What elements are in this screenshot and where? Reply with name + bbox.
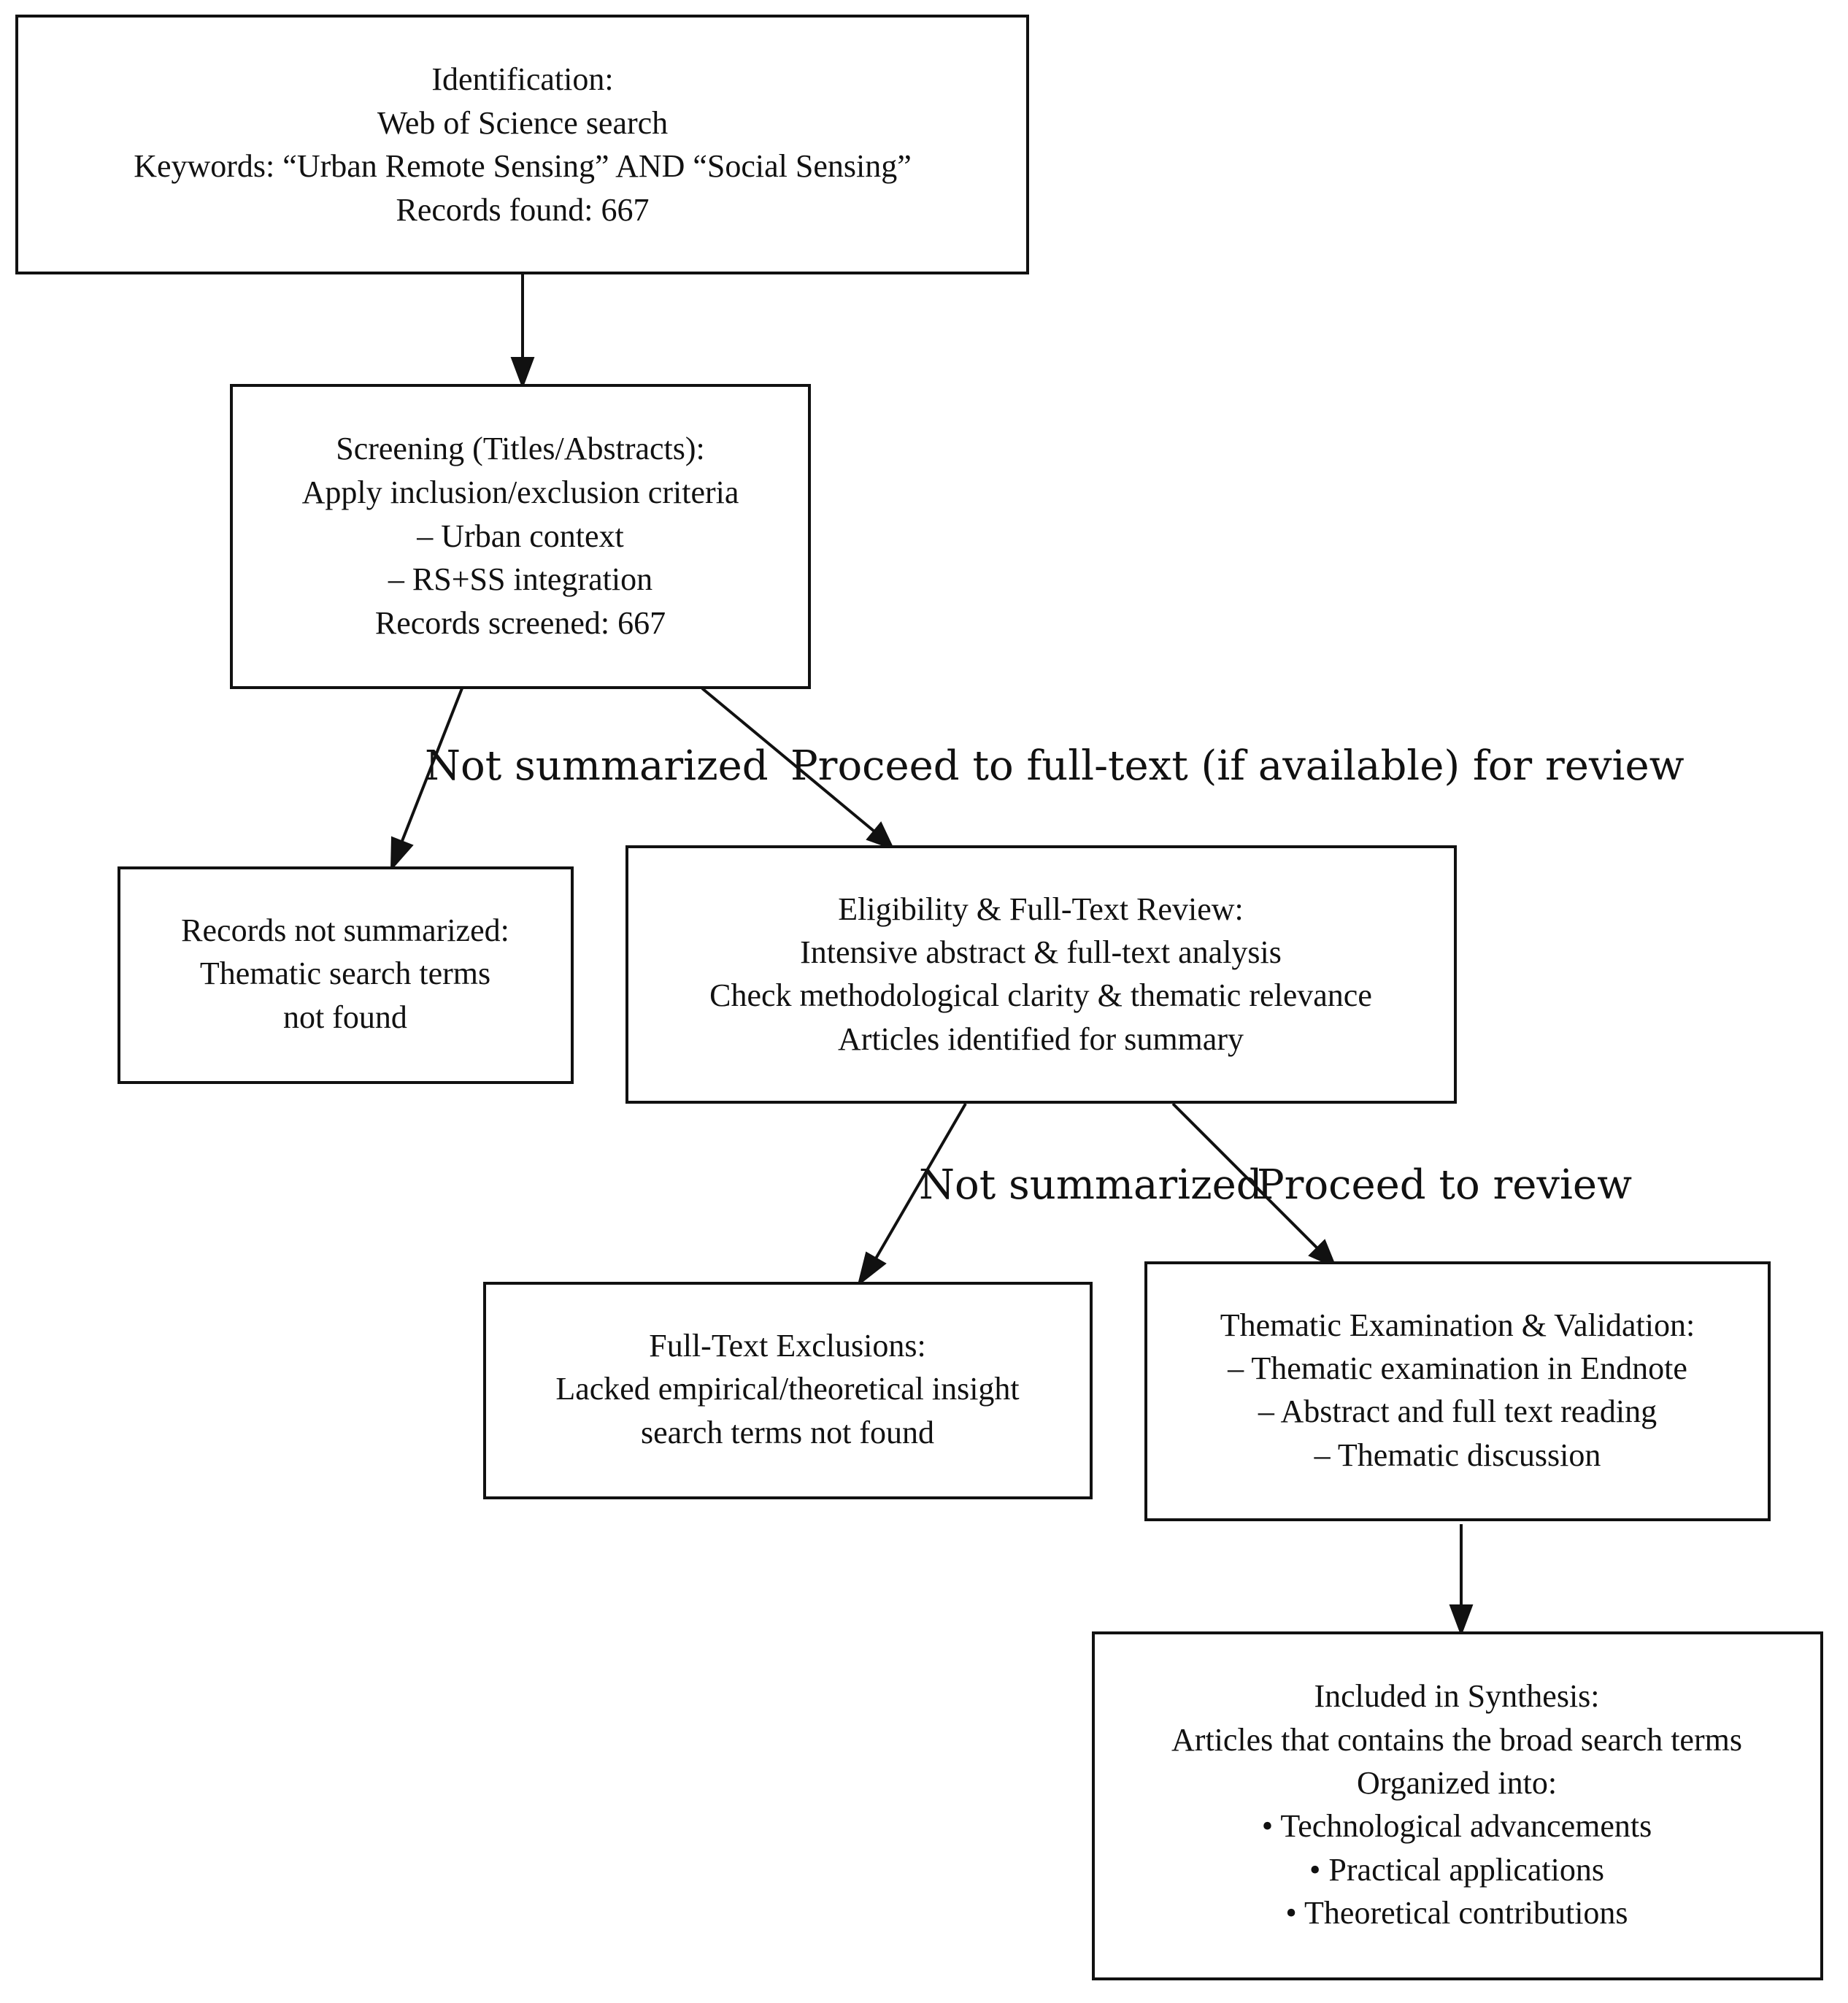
identification-line-3: Keywords: “Urban Remote Sensing” AND “So… <box>134 148 912 184</box>
not-summarized-line-3: not found <box>283 999 407 1035</box>
edge-eligibility-to-exclusions: Not summarized <box>857 1102 1263 1287</box>
thematic-line-3: – Abstract and full text reading <box>1258 1393 1657 1429</box>
thematic-line-4: – Thematic discussion <box>1314 1437 1601 1473</box>
screening-line-4: – RS+SS integration <box>388 561 652 597</box>
node-thematic-examination: Thematic Examination & Validation: – The… <box>1144 1261 1771 1521</box>
eligibility-line-4: Articles identified for summary <box>838 1021 1244 1057</box>
node-records-not-summarized: Records not summarized: Thematic search … <box>118 866 574 1084</box>
identification-line-4: Records found: 667 <box>396 192 649 228</box>
synthesis-line-4: • Technological advancements <box>1262 1808 1652 1844</box>
identification-line-1: Identification: <box>431 61 613 97</box>
edge-screening-to-eligibility: Proceed to full‑text (if available) for … <box>701 687 1685 850</box>
synthesis-line-5: • Practical applications <box>1309 1852 1604 1888</box>
exclusions-line-3: search terms not found <box>641 1415 934 1450</box>
synthesis-line-3: Organized into: <box>1357 1765 1557 1801</box>
eligibility-line-2: Intensive abstract & full-text analysis <box>800 934 1282 970</box>
node-eligibility: Eligibility & Full-Text Review: Intensiv… <box>625 845 1457 1104</box>
thematic-line-2: – Thematic examination in Endnote <box>1227 1350 1687 1386</box>
identification-line-2: Web of Science search <box>377 105 668 141</box>
edge-label-not-summarized: Not summarized <box>425 742 769 790</box>
edge-label-not-summarized-2: Not summarized <box>919 1161 1263 1209</box>
node-fulltext-exclusions: Full-Text Exclusions: Lacked empirical/t… <box>483 1282 1093 1499</box>
node-identification: Identification: Web of Science search Ke… <box>15 15 1029 274</box>
eligibility-line-1: Eligibility & Full-Text Review: <box>838 891 1243 927</box>
synthesis-line-2: Articles that contains the broad search … <box>1171 1722 1742 1758</box>
eligibility-line-3: Check methodological clarity & thematic … <box>709 977 1372 1013</box>
synthesis-line-1: Included in Synthesis: <box>1314 1678 1599 1714</box>
edge-label-proceed-fulltext: Proceed to full‑text (if available) for … <box>790 742 1685 790</box>
exclusions-line-2: Lacked empirical/theoretical insight <box>555 1371 1019 1407</box>
screening-line-5: Records screened: 667 <box>375 605 666 641</box>
screening-line-1: Screening (Titles/Abstracts): <box>336 431 705 466</box>
synthesis-line-6: • Theoretical contributions <box>1285 1895 1628 1931</box>
edge-eligibility-to-thematic: Proceed to review <box>1171 1102 1632 1269</box>
edge-label-proceed-review: Proceed to review <box>1257 1161 1632 1209</box>
not-summarized-line-2: Thematic search terms <box>200 956 490 991</box>
not-summarized-line-1: Records not summarized: <box>181 912 509 948</box>
screening-line-2: Apply inclusion/exclusion criteria <box>302 474 739 510</box>
screening-line-3: – Urban context <box>416 518 623 554</box>
thematic-line-1: Thematic Examination & Validation: <box>1220 1307 1695 1343</box>
node-screening: Screening (Titles/Abstracts): Apply incl… <box>230 384 811 689</box>
edge-screening-to-not-summarized: Not summarized <box>390 688 769 872</box>
edge-thematic-to-synthesis <box>1449 1524 1474 1637</box>
exclusions-line-1: Full-Text Exclusions: <box>649 1328 925 1364</box>
edge-identification-to-screening <box>510 273 535 389</box>
node-included-in-synthesis: Included in Synthesis: Articles that con… <box>1092 1631 1823 1980</box>
